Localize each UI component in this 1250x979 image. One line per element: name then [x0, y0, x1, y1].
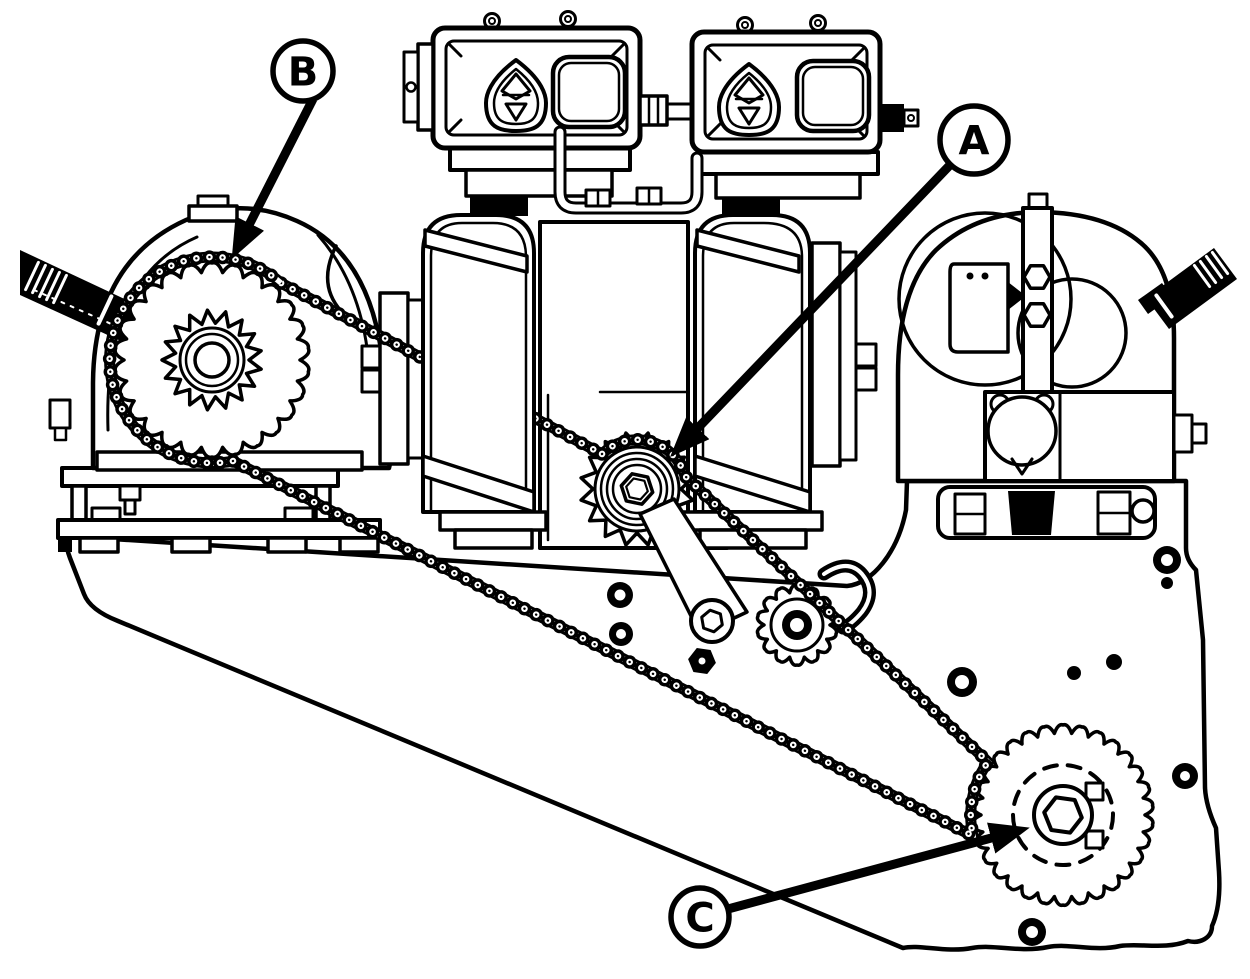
- pump-wedge-upper: [423, 228, 529, 274]
- right-gearbox-mount: [936, 485, 1157, 540]
- box-screw: [809, 14, 827, 32]
- callout-c-circle: [668, 885, 732, 949]
- callout-a: A: [670, 103, 1011, 457]
- input-shaft-right: [1138, 248, 1237, 329]
- callout-b: B: [231, 38, 336, 260]
- callout-c-label: C: [685, 895, 714, 941]
- box-fitting-right: [880, 104, 920, 132]
- pump-wedge-upper: [695, 228, 801, 274]
- idler-pivot: [689, 598, 735, 644]
- frame-holes: [947, 546, 1198, 946]
- callout-a-circle: [937, 103, 1011, 177]
- box-screw: [559, 10, 577, 28]
- callout-b-circle: [270, 38, 336, 104]
- sight-window-left: [550, 54, 628, 130]
- box-connector: [638, 94, 694, 127]
- bracket-bolt: [854, 366, 878, 392]
- reservoir-box-right: [689, 14, 920, 155]
- driven-sprocket-c: [971, 722, 1155, 908]
- leader-arrow-a: [670, 161, 954, 457]
- callout-a-label: A: [959, 118, 990, 164]
- box-side-bracket: [402, 42, 435, 132]
- right-gearbox: [895, 192, 1237, 540]
- pump-collar: [470, 196, 528, 216]
- leader-arrow-c: [726, 822, 1030, 914]
- reservoir-box-left: [402, 10, 643, 151]
- idler-arm: [607, 497, 749, 674]
- sight-window-right: [794, 58, 872, 134]
- callout-c: C: [668, 822, 1030, 949]
- metering-pump-right: [681, 150, 880, 550]
- gearbox-lower-housing: [983, 390, 1208, 483]
- crossover-hose: [553, 125, 704, 215]
- bracket-bolt: [854, 342, 878, 368]
- sensor-block: [948, 262, 1026, 354]
- hub-dashed-circle: [1011, 763, 1115, 867]
- frame-corner-bolt: [58, 538, 72, 552]
- hanger-bolt: [118, 484, 142, 502]
- teardrop-emblem-icon: [484, 58, 548, 133]
- mount-bar: [1021, 192, 1054, 404]
- gearbox-fitting: [48, 398, 72, 430]
- sprocket-c-hex-bore: [1042, 795, 1084, 835]
- cam-emblem: [986, 395, 1058, 467]
- hub-clamp-tab: [1084, 829, 1105, 850]
- callout-b-label: B: [288, 49, 319, 95]
- main-frame-plate: [58, 478, 1222, 952]
- sensor-wedge: [1008, 282, 1026, 310]
- left-pump-bracket: [360, 291, 426, 466]
- teardrop-emblem-icon: [717, 62, 781, 137]
- metering-pump-left: [421, 146, 632, 550]
- upper-drive-sprocket-b: [113, 260, 311, 460]
- hub-clamp-tab: [1084, 781, 1105, 802]
- leader-arrow-b: [231, 96, 318, 260]
- bar-bolt: [1022, 301, 1052, 329]
- bar-bolt: [1022, 263, 1052, 291]
- sprocket-b-bore: [193, 341, 231, 379]
